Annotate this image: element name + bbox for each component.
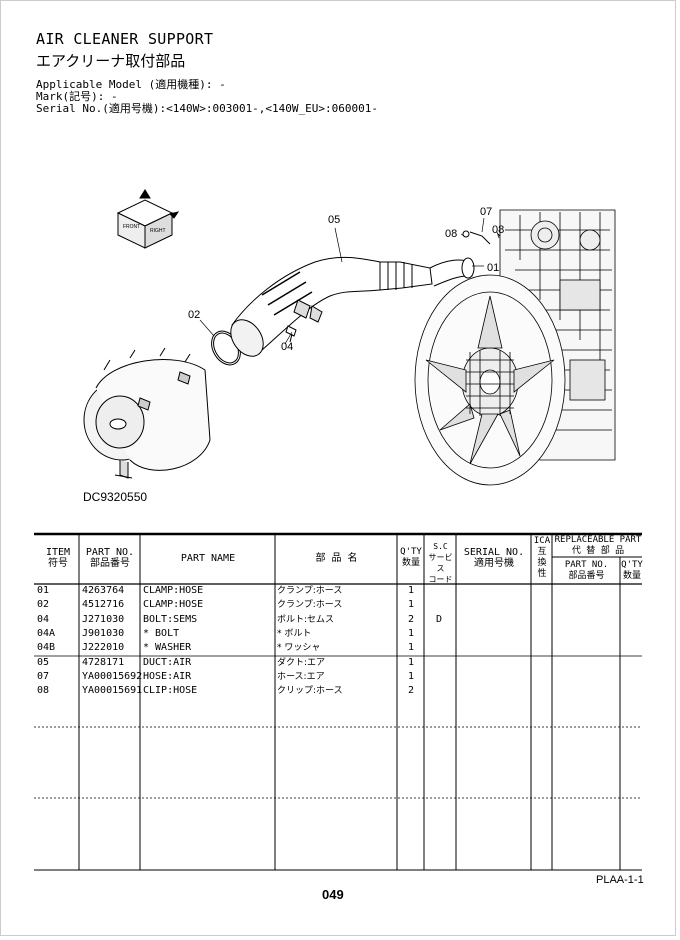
callout-01: 01 — [487, 262, 500, 274]
cell-jp-name: ホース:エア — [277, 671, 325, 682]
cell-qty: 1 — [408, 642, 415, 654]
cell-item: 04A — [37, 627, 56, 639]
cell-part-name: DUCT:AIR — [143, 656, 192, 668]
cell-part-no: YA00015692 — [82, 670, 143, 682]
cell-part-no: 4263764 — [82, 585, 125, 596]
header-part-no: PART NO.部品番号 — [85, 547, 135, 569]
page-code: PLAA-1-1 — [596, 874, 644, 886]
air-duct-05 — [230, 256, 433, 357]
page-number: 049 — [322, 887, 344, 902]
cell-qty: 1 — [408, 599, 415, 611]
cell-part-no: J222010 — [82, 642, 125, 654]
callout-08-left: 08 — [445, 228, 458, 240]
serial-no: Serial No.(適用号機):<140W>:003001-,<140W_EU… — [36, 102, 379, 115]
cell-jp-name: * ワッシャ — [277, 643, 321, 654]
cell-qty: 1 — [408, 585, 415, 596]
cell-qty: 1 — [408, 670, 415, 682]
cell-item: 01 — [37, 585, 50, 596]
title-jp: エアクリーナ取付部品 — [36, 52, 186, 70]
header-serial: SERIAL NO.適用号機 — [463, 547, 525, 569]
cell-part-no: J901030 — [82, 627, 125, 639]
cell-qty: 2 — [408, 685, 415, 697]
cell-part-name: * BOLT — [143, 627, 180, 639]
cell-item: 07 — [37, 670, 50, 682]
callout-07: 07 — [480, 206, 493, 218]
cell-jp-name: クランプ:ホース — [277, 600, 343, 611]
callout-08-right: 08 — [492, 224, 505, 236]
svg-text:FRONT: FRONT — [123, 224, 140, 230]
parts-illustration: FRONT RIGHT — [83, 189, 616, 486]
cell-part-name: CLIP:HOSE — [143, 685, 198, 697]
cell-part-name: CLAMP:HOSE — [143, 599, 204, 611]
cell-jp-name: ダクト:エア — [277, 657, 326, 668]
cell-jp-name: ボルト:セムス — [277, 614, 335, 625]
svg-text:RIGHT: RIGHT — [150, 228, 166, 234]
cell-item: 04 — [37, 613, 50, 625]
cell-service-code: D — [436, 613, 443, 625]
header-rep-part-no: PART NO.部品番号 — [564, 560, 609, 581]
cell-item: 05 — [37, 656, 50, 668]
cell-jp-name: * ボルト — [277, 628, 312, 639]
engine-assembly — [414, 209, 616, 486]
bolt-04 — [285, 325, 297, 343]
cell-part-name: BOLT:SEMS — [143, 613, 198, 625]
cell-item: 04B — [37, 642, 56, 654]
hose-07-and-clamps — [429, 230, 503, 287]
cell-part-name: * WASHER — [143, 642, 192, 654]
cell-jp-name: クリップ:ホース — [277, 686, 343, 697]
cell-part-no: 4728171 — [82, 656, 125, 668]
cell-part-name: CLAMP:HOSE — [143, 585, 204, 596]
mark: Mark(記号): - — [36, 90, 118, 103]
cell-part-name: HOSE:AIR — [143, 670, 192, 682]
cell-qty: 2 — [408, 613, 415, 625]
header-jp-name: 部 品 名 — [315, 553, 358, 564]
callout-02: 02 — [188, 309, 201, 321]
callout-05: 05 — [328, 214, 341, 226]
callout-leaders — [199, 217, 500, 345]
title-en: AIR CLEANER SUPPORT — [36, 30, 214, 48]
cell-jp-name: クランプ:ホース — [277, 586, 343, 596]
applicable-model: Applicable Model (適用機種): - — [36, 78, 226, 91]
air-cleaner-housing — [83, 347, 211, 479]
cell-part-no: YA00015691 — [82, 685, 143, 697]
drawing-id: DC9320550 — [83, 490, 148, 504]
cell-item: 08 — [37, 685, 50, 697]
cell-qty: 1 — [408, 656, 415, 668]
cell-item: 02 — [37, 599, 50, 611]
header-part-name: PART NAME — [180, 553, 236, 564]
cell-part-no: J271030 — [82, 613, 125, 625]
cell-part-no: 4512716 — [82, 599, 125, 611]
cell-qty: 1 — [408, 627, 415, 639]
callout-04: 04 — [281, 341, 294, 353]
orientation-cube-icon: FRONT RIGHT — [116, 189, 180, 249]
